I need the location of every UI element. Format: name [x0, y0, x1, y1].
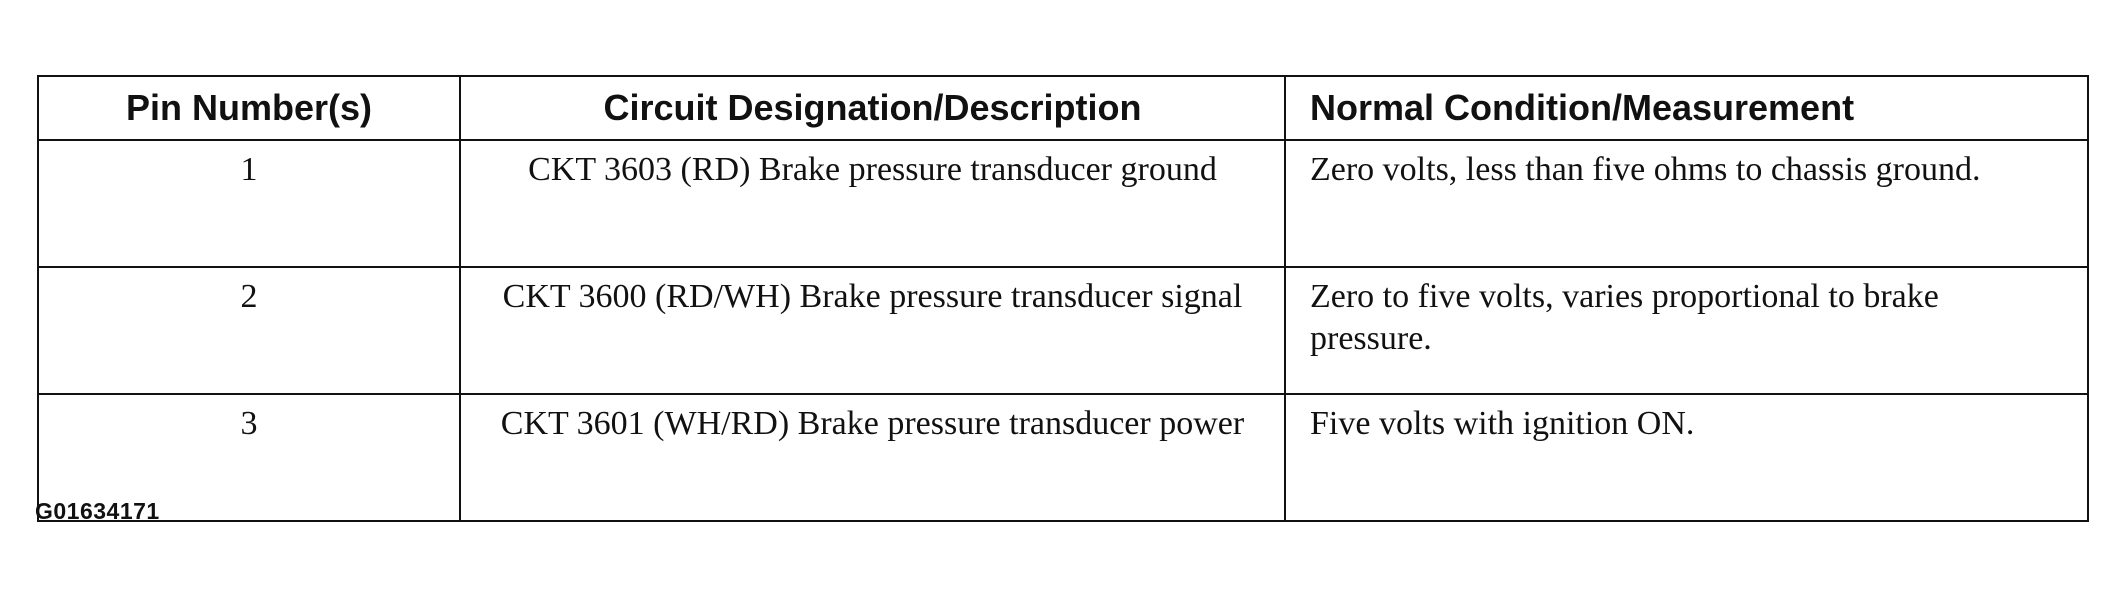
table-row: 3 CKT 3601 (WH/RD) Brake pressure transd…	[37, 393, 2089, 522]
pin-table-container: Pin Number(s) Circuit Designation/Descri…	[37, 75, 2089, 522]
description-cell: CKT 3600 (RD/WH) Brake pressure transduc…	[459, 266, 1286, 395]
description-cell: CKT 3601 (WH/RD) Brake pressure transduc…	[459, 393, 1286, 522]
figure-id-label: G01634171	[35, 498, 160, 524]
pin-table: Pin Number(s) Circuit Designation/Descri…	[37, 75, 2089, 522]
pin-cell: 1	[37, 139, 461, 268]
header-pin-number: Pin Number(s)	[37, 75, 461, 141]
header-normal-condition: Normal Condition/Measurement	[1284, 75, 2089, 141]
table-row: 2 CKT 3600 (RD/WH) Brake pressure transd…	[37, 266, 2089, 395]
pin-cell: 2	[37, 266, 461, 395]
measurement-cell: Zero volts, less than five ohms to chass…	[1284, 139, 2089, 268]
pin-cell: 3	[37, 393, 461, 522]
description-cell: CKT 3603 (RD) Brake pressure transducer …	[459, 139, 1286, 268]
table-header-row: Pin Number(s) Circuit Designation/Descri…	[37, 75, 2089, 141]
measurement-cell: Zero to five volts, varies proportional …	[1284, 266, 2089, 395]
header-circuit-designation: Circuit Designation/Description	[459, 75, 1286, 141]
table-row: 1 CKT 3603 (RD) Brake pressure transduce…	[37, 139, 2089, 268]
measurement-cell: Five volts with ignition ON.	[1284, 393, 2089, 522]
